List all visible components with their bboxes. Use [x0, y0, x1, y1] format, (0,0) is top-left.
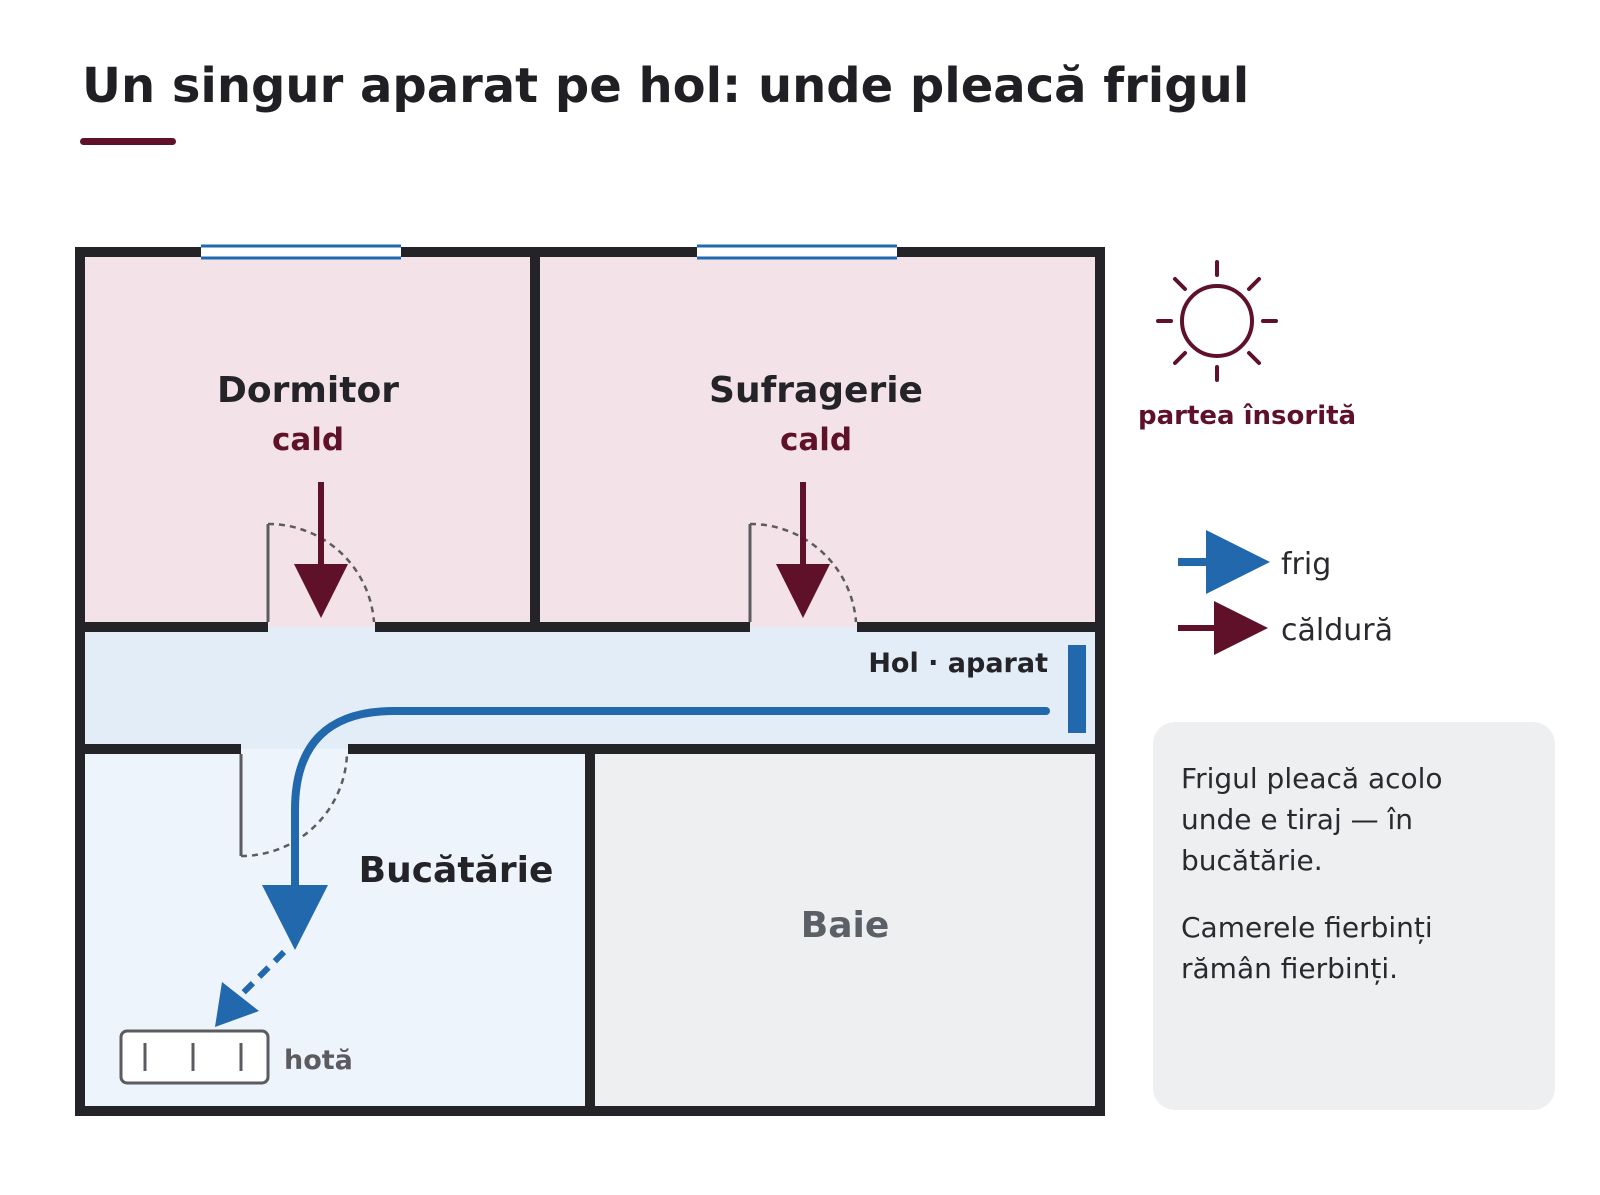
kitchen-label: Bucătărie [359, 850, 554, 891]
note-line: bucătărie. [1181, 844, 1323, 877]
bathroom-room [590, 749, 1100, 1111]
note-box: Frigul pleacă acolo unde e tiraj — în bu… [1153, 722, 1555, 1110]
cold-dashed-to-hood [239, 949, 287, 997]
heat-arrow-bedroom [294, 482, 348, 618]
hallway-label: Hol · aparat [868, 648, 1048, 679]
legend-heat-arrow [1178, 601, 1268, 655]
ac-unit [1068, 645, 1086, 733]
note-line: unde e tiraj — în [1181, 803, 1414, 836]
cold-arrow-head [262, 885, 328, 950]
hood-label: hotă [284, 1045, 353, 1076]
door-kitchen [239, 753, 349, 858]
door-bedroom [266, 522, 376, 623]
heat-arrow-living [776, 482, 830, 618]
note-line: rămân fierbinți. [1181, 952, 1399, 985]
sun-icon [1156, 260, 1278, 382]
legend-cold-arrow [1178, 530, 1270, 594]
page-title: Un singur aparat pe hol: unde pleacă fri… [82, 58, 1250, 114]
sun-label: partea însorită [1138, 401, 1356, 431]
bedroom-label: Dormitor [217, 370, 399, 411]
hood-icon [119, 1029, 270, 1085]
living-state: cald [780, 422, 852, 458]
door-living [748, 522, 858, 623]
living-label: Sufragerie [709, 370, 923, 411]
note-line: Frigul pleacă acolo [1181, 762, 1443, 795]
bathroom-label: Baie [801, 905, 890, 946]
cold-airflow-arrow [291, 707, 1050, 894]
hallway-area [80, 627, 1100, 749]
title-underline [80, 138, 176, 145]
legend-heat-label: căldură [1281, 613, 1393, 648]
window-bedroom [201, 244, 401, 260]
cold-dashed-head [215, 982, 259, 1027]
legend-cold-label: frig [1281, 547, 1331, 582]
window-living [697, 244, 897, 260]
note-line: Camerele fierbinți [1181, 911, 1433, 944]
bedroom-state: cald [272, 422, 344, 458]
